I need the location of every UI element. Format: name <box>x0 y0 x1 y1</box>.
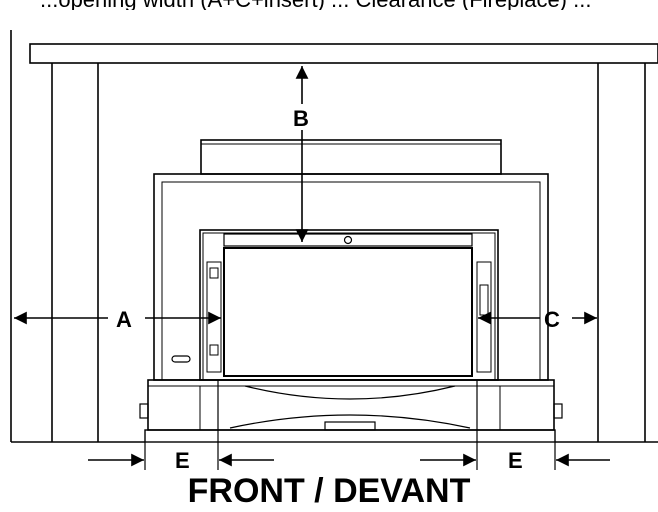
right-knob-icon <box>553 403 563 419</box>
left-hinge-strip <box>206 261 222 373</box>
door-top-bar <box>223 233 473 247</box>
right-pilaster <box>597 63 646 442</box>
dimension-b-label: B <box>293 106 309 131</box>
air-control-slot-icon <box>171 355 191 363</box>
left-pilaster <box>51 63 99 442</box>
top-hinge-icon <box>209 267 219 279</box>
insert-top-vent <box>200 139 502 175</box>
dimension-c-label: C <box>544 307 560 332</box>
door-latch-icon <box>343 235 353 245</box>
left-knob-icon <box>139 403 149 419</box>
bottom-hinge-icon <box>209 344 219 356</box>
door-handle-icon <box>479 284 489 316</box>
mantel-shelf <box>29 43 658 64</box>
hearth-plate <box>144 429 556 443</box>
ash-lip-curve <box>244 385 456 400</box>
right-handle-strip <box>476 261 492 373</box>
insert-surround-outer <box>153 173 549 381</box>
ash-drawer-handle <box>324 421 376 431</box>
header-text-cut-off: ...opening width (A+C+insert) ... Cleara… <box>40 0 658 10</box>
dimension-e-right-label: E <box>508 448 523 473</box>
dimension-e-left-label: E <box>175 448 190 473</box>
insert-surround-inner <box>161 181 541 381</box>
view-title: FRONT / DEVANT <box>187 472 471 510</box>
door-glass <box>223 247 473 377</box>
door-frame <box>199 229 499 381</box>
dimension-a-label: A <box>116 307 132 332</box>
